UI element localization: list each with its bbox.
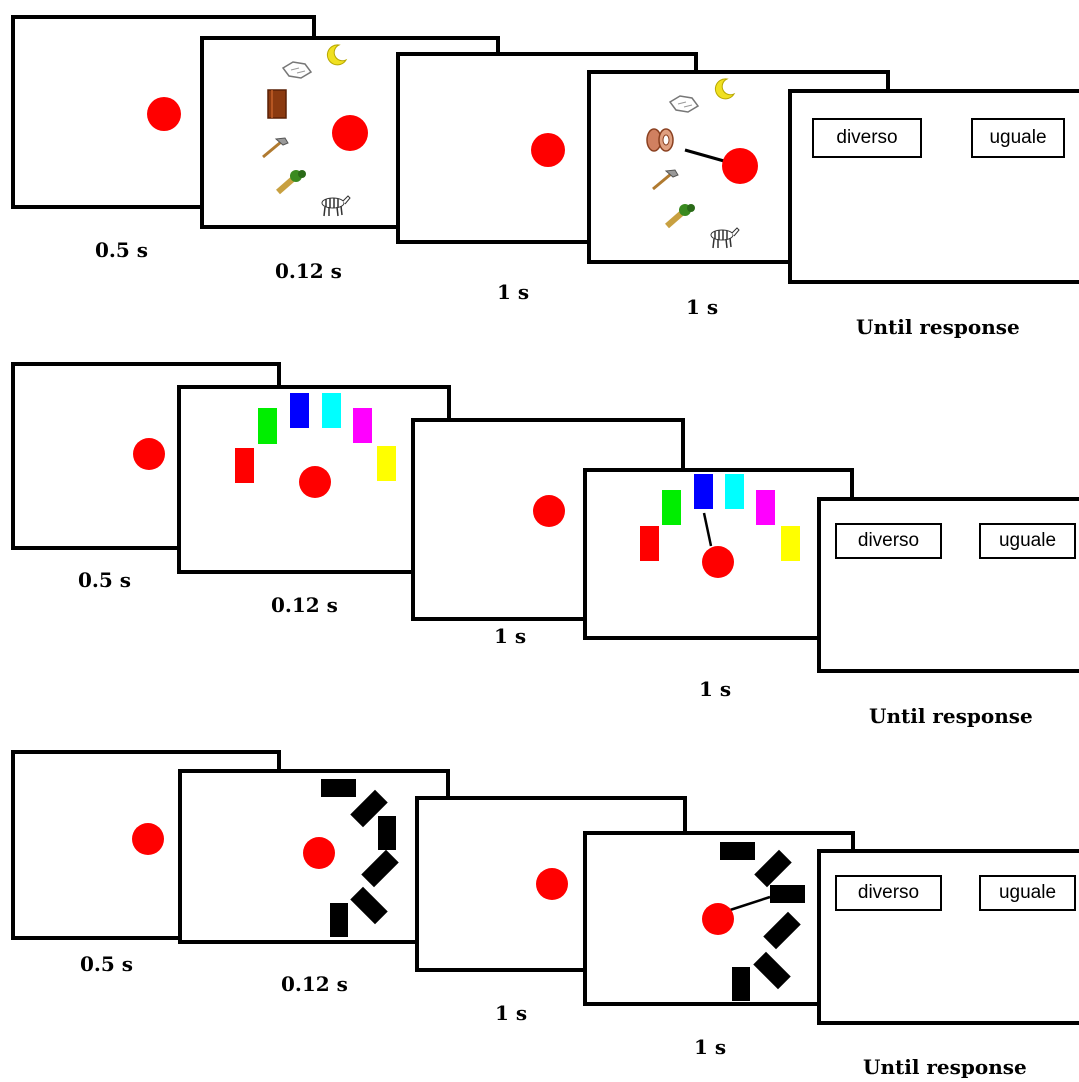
glasses-icon	[281, 61, 313, 79]
probe-screen	[583, 468, 854, 640]
probe-screen	[583, 831, 855, 1006]
bar-oblique	[753, 951, 791, 990]
uguale-button[interactable]: uguale	[971, 118, 1065, 158]
color-patch-magenta	[756, 490, 775, 525]
color-patch-green	[258, 408, 277, 444]
bar-oblique	[361, 849, 399, 888]
duration-label: 0.12 s	[271, 593, 338, 617]
duration-label: 1 s	[694, 1035, 727, 1059]
bar-horizontal	[720, 842, 755, 860]
duration-label: Until response	[856, 315, 1020, 339]
color-patch-red	[640, 526, 659, 561]
diverso-button[interactable]: diverso	[835, 523, 942, 559]
fixation-dot	[133, 438, 165, 470]
color-patch-yellow	[377, 446, 396, 481]
duration-label: Until response	[869, 704, 1033, 728]
memory-array-screen	[177, 385, 451, 574]
hammer-icon	[652, 169, 679, 191]
fixation-dot	[702, 903, 734, 935]
duration-label: 0.5 s	[78, 568, 132, 592]
duration-label: 0.12 s	[275, 259, 342, 283]
fixation-dot	[722, 148, 758, 184]
fixation-dot	[533, 495, 565, 527]
bar-vertical	[378, 816, 396, 850]
uguale-button[interactable]: uguale	[979, 875, 1076, 911]
color-patch-blue	[290, 393, 309, 428]
hammer-icon	[262, 137, 289, 159]
duration-label: 1 s	[497, 280, 530, 304]
bar-oblique	[754, 849, 792, 888]
moon-icon	[326, 44, 348, 66]
zebra-icon	[321, 195, 351, 217]
duration-label: 0.5 s	[95, 238, 149, 262]
color-patch-blue	[694, 474, 713, 509]
duration-label: 1 s	[495, 1001, 528, 1025]
bar-horizontal	[770, 885, 805, 903]
celery-icon	[665, 204, 695, 229]
uguale-button[interactable]: uguale	[979, 523, 1076, 559]
duration-label: Until response	[863, 1055, 1027, 1079]
bar-oblique	[763, 911, 801, 950]
spool-icon	[646, 128, 674, 152]
glasses-icon	[668, 95, 700, 113]
book-icon	[267, 89, 287, 119]
zebra-icon	[710, 227, 740, 249]
duration-label: 0.12 s	[281, 972, 348, 996]
fixation-dot	[299, 466, 331, 498]
bar-oblique	[350, 886, 388, 925]
color-patch-cyan	[725, 474, 744, 509]
bar-vertical	[732, 967, 750, 1001]
moon-icon	[714, 78, 736, 100]
fixation-dot	[702, 546, 734, 578]
fixation-dot	[132, 823, 164, 855]
duration-label: 0.5 s	[80, 952, 134, 976]
diverso-button[interactable]: diverso	[812, 118, 922, 158]
fixation-dot	[536, 868, 568, 900]
duration-label: 1 s	[699, 677, 732, 701]
color-patch-cyan	[322, 393, 341, 428]
color-patch-red	[235, 448, 254, 483]
celery-icon	[276, 170, 306, 195]
response-screen: diverso uguale	[817, 497, 1079, 673]
memory-array-screen	[178, 769, 450, 944]
diverso-button[interactable]: diverso	[835, 875, 942, 911]
color-patch-green	[662, 490, 681, 525]
duration-label: 1 s	[494, 624, 527, 648]
fixation-dot	[531, 133, 565, 167]
response-screen: diverso uguale	[817, 849, 1079, 1025]
response-screen: diverso uguale	[788, 89, 1079, 284]
bar-vertical	[330, 903, 348, 937]
fixation-dot	[147, 97, 181, 131]
bar-horizontal	[321, 779, 356, 797]
fixation-dot	[332, 115, 368, 151]
color-patch-yellow	[781, 526, 800, 561]
color-patch-magenta	[353, 408, 372, 443]
fixation-dot	[303, 837, 335, 869]
duration-label: 1 s	[686, 295, 719, 319]
